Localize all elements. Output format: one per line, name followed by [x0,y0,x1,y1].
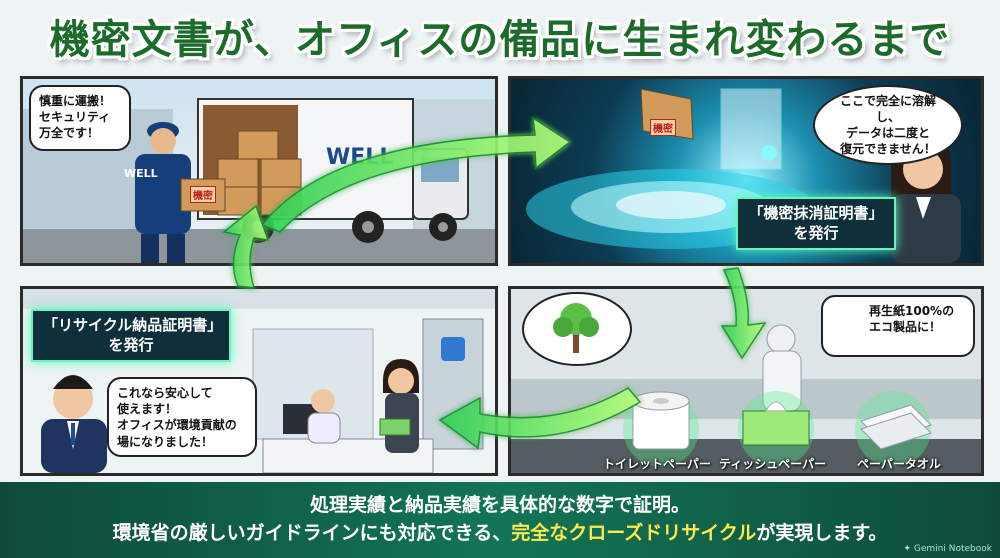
speech-line: 万全です！ [39,126,100,141]
panel-dissolve: 機密 ここで完全に溶解し、 データは二度と 復元できません！ 「機密抹消証明書」… [508,76,984,266]
speech-line: エコ製品に！ [869,320,942,335]
tissue-box [379,418,411,436]
panel-factory: 再生紙100%の エコ製品に！ トイレットペーパー ティッシュペーパー ペーパー… [508,286,984,476]
speech-line: 再生紙100%の [869,304,955,318]
office-illustration [23,289,495,473]
box-label: 機密 [650,119,676,136]
panel-pickup: WELL WELL 機密 慎重に運搬！ セキュリティ 万全です！ [20,76,498,266]
speech-line: データは二度と [845,126,930,140]
footer-line-1: 処理実績と納品実績を具体的な数字で証明。 [309,494,690,517]
certificate-title: 「機密抹消証明書」 [748,204,884,222]
box-label: 機密 [190,186,216,203]
panel-office: 「リサイクル納品証明書」 を発行 これなら安心して 使えます！ オフィスが環境貢… [20,286,498,476]
speech-line: ここで完全に溶解し、 [839,93,936,124]
worker-body [135,154,191,234]
footer-line-2-pre: 環境省の厳しいガイドラインにも対応できる、 [112,522,512,544]
speech-bubble-dissolve: ここで完全に溶解し、 データは二度と 復元できません！ [813,85,963,165]
product-label-tissue: ティッシュペーパー [719,457,827,471]
uniform-logo: WELL [124,167,158,180]
speech-bubble-factory: 再生紙100%の エコ製品に！ [821,295,975,357]
speech-line: 場になりました！ [117,434,214,449]
erasure-certificate-label: 「機密抹消証明書」 を発行 [736,197,896,250]
product-label-paper-towel: ペーパータオル [857,457,941,471]
speech-line: これなら安心して [117,386,213,400]
page-title: 機密文書が、オフィスの備品に生まれ変わるまで [49,17,951,63]
certificate-title: 「リサイクル納品証明書」 [43,316,223,334]
product-label-toilet-paper: トイレットペーパー [603,457,711,471]
truck-window [421,157,459,182]
man-suit [41,419,107,473]
footer-banner: 処理実績と納品実績を具体的な数字で証明。 環境省の厳しいガイドラインにも対応でき… [0,482,1000,558]
certificate-action: を発行 [793,224,839,243]
door-sign-icon [441,337,465,361]
footer-line-2: 環境省の厳しいガイドラインにも対応できる、完全なクローズドリサイクルが実現します… [113,520,888,548]
speech-bubble-pickup: 慎重に運搬！ セキュリティ 万全です！ [29,85,131,151]
speech-line: 使えます！ [117,402,178,417]
recycling-certificate-label: 「リサイクル納品証明書」 を発行 [31,309,231,362]
footer-highlight: 完全なクローズドリサイクル [511,522,757,544]
tissue-icon [742,410,810,446]
truck-logo: WELL [326,145,394,170]
certificate-action: を発行 [108,336,154,355]
speech-line: オフィスが環境貢献の [117,418,237,433]
speech-line: 復元できません！ [840,142,936,157]
woman-suit [891,194,961,263]
speech-bubble-office: これなら安心して 使えます！ オフィスが環境貢献の 場になりました！ [107,377,257,457]
worker-head [150,128,176,154]
watermark: ✦ Gemini Notebook [903,544,993,554]
speech-line: 慎重に運搬！ [39,94,112,108]
footer-line-2-post: が実現します。 [756,522,888,544]
speech-line: セキュリティ [39,110,111,125]
